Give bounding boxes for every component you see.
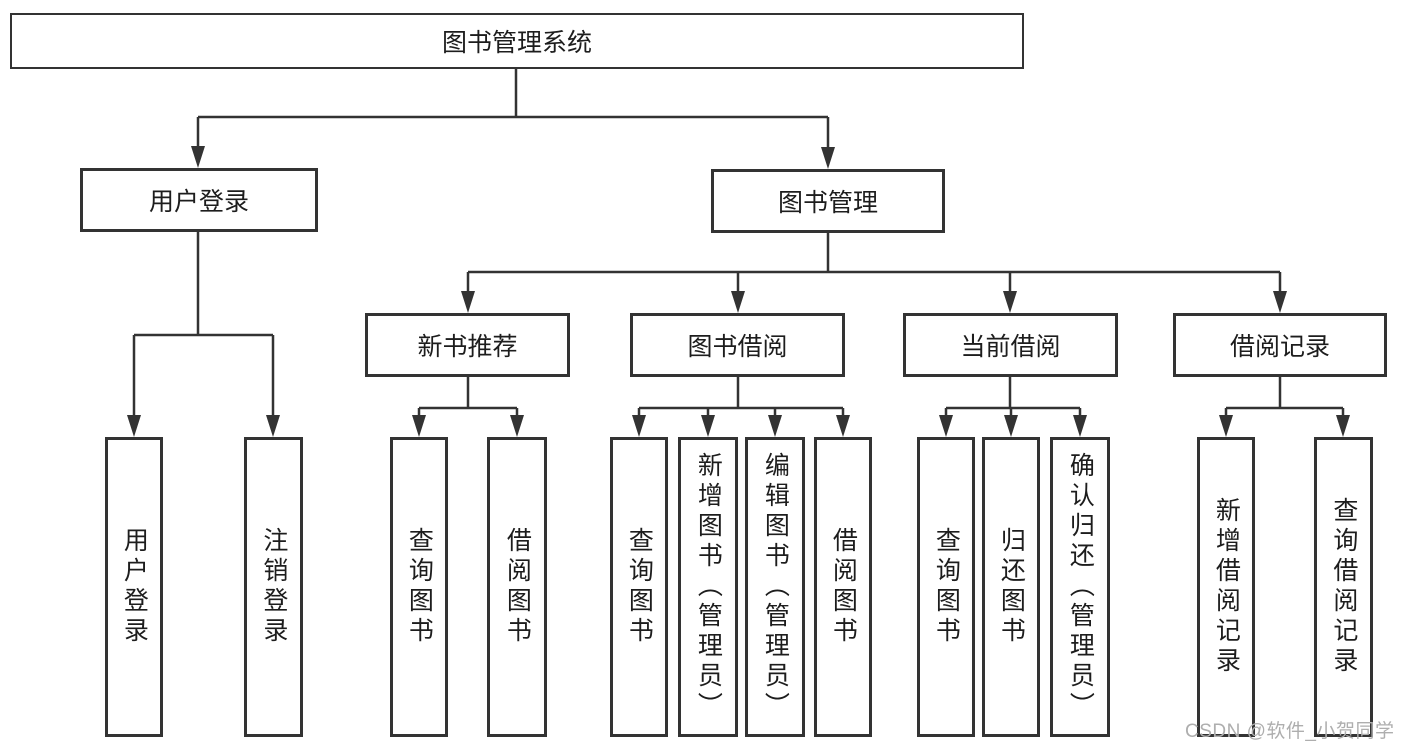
node-label: 查询图书 <box>405 527 434 647</box>
node-add-books-admin: 新增图书（管理员） <box>678 437 738 737</box>
csdn-watermark: CSDN @软件_小贺同学 <box>1185 721 1395 742</box>
node-label: 借阅图书 <box>829 527 858 647</box>
node-book-borrowing: 图书借阅 <box>630 313 845 377</box>
node-label: 用户登录 <box>120 527 149 647</box>
node-label: 确认归还（管理员） <box>1066 452 1095 722</box>
node-label: 借阅记录 <box>1229 333 1330 361</box>
node-user-login-action: 用户登录 <box>105 437 163 737</box>
node-label: 图书管理系统 <box>441 29 592 57</box>
node-library-system: 图书管理系统 <box>10 13 1024 69</box>
node-borrow-books-recommend: 借阅图书 <box>487 437 547 737</box>
node-label: 新增图书（管理员） <box>694 452 723 722</box>
node-label: 用户登录 <box>148 188 249 216</box>
node-label: 图书借阅 <box>687 333 788 361</box>
node-book-management: 图书管理 <box>711 169 945 233</box>
node-borrow-books-borrowing: 借阅图书 <box>814 437 872 737</box>
node-label: 查询图书 <box>625 527 654 647</box>
node-label: 查询借阅记录 <box>1329 497 1358 677</box>
node-current-borrowing: 当前借阅 <box>903 313 1118 377</box>
node-label: 新增借阅记录 <box>1212 497 1241 677</box>
node-add-borrow-record: 新增借阅记录 <box>1197 437 1255 737</box>
node-label: 新书推荐 <box>417 333 518 361</box>
node-label: 归还图书 <box>997 527 1026 647</box>
arrowheads <box>127 146 1350 437</box>
node-label: 图书管理 <box>777 189 878 217</box>
node-label: 注销登录 <box>259 527 288 647</box>
node-edit-books-admin: 编辑图书（管理员） <box>745 437 805 737</box>
node-query-books-borrowing: 查询图书 <box>610 437 668 737</box>
node-logout-action: 注销登录 <box>244 437 303 737</box>
node-user-login: 用户登录 <box>80 168 318 232</box>
node-return-books: 归还图书 <box>982 437 1040 737</box>
node-label: 借阅图书 <box>503 527 532 647</box>
node-borrowing-records: 借阅记录 <box>1173 313 1387 377</box>
node-new-book-recommendation: 新书推荐 <box>365 313 570 377</box>
node-label: 当前借阅 <box>960 333 1061 361</box>
node-label: 查询图书 <box>932 527 961 647</box>
node-query-books-recommend: 查询图书 <box>390 437 448 737</box>
node-query-borrow-record: 查询借阅记录 <box>1314 437 1373 737</box>
node-confirm-return-admin: 确认归还（管理员） <box>1050 437 1110 737</box>
node-label: 编辑图书（管理员） <box>761 452 790 722</box>
node-query-books-current: 查询图书 <box>917 437 975 737</box>
connector-path <box>132 69 1345 420</box>
